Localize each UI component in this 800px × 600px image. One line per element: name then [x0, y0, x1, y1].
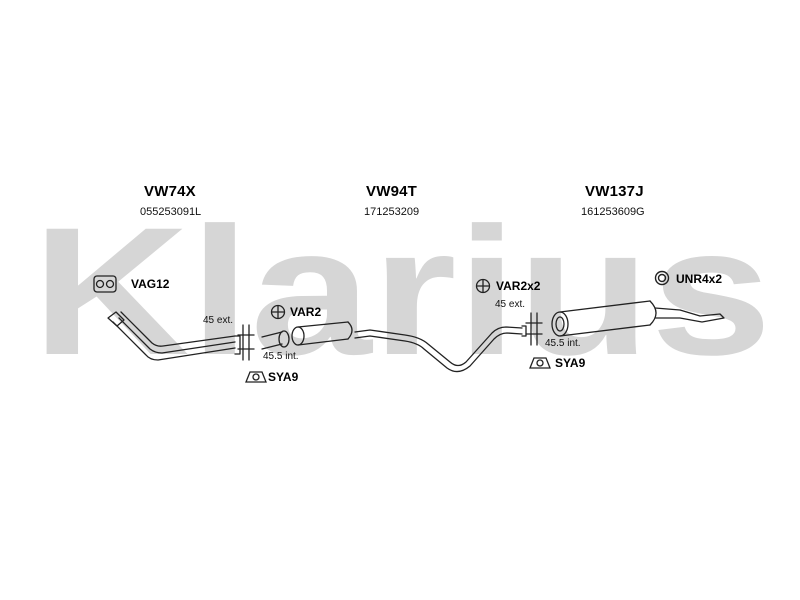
var2-clamp-icon: [270, 304, 286, 320]
note-ext-right: 45 ext.: [495, 299, 526, 310]
watermark-text: Klarius: [32, 222, 772, 360]
note-int-right: 45.5 int.: [545, 338, 581, 349]
clamp-left: [237, 324, 255, 361]
var2x2-clamp-icon: [475, 278, 491, 294]
section-number-vw74x: 055253091L: [140, 206, 202, 218]
sya9-hanger-icon-right: [529, 357, 551, 369]
part-label-vag12: VAG12: [131, 277, 170, 291]
section-code-vw94t: VW94T: [366, 183, 418, 200]
sya9-hanger-icon-left: [245, 371, 267, 383]
section-code-vw74x: VW74X: [144, 183, 196, 200]
part-label-var2: VAR2: [290, 305, 322, 319]
gasket-icon: [93, 275, 117, 293]
section-number-vw94t: 171253209: [364, 206, 420, 218]
part-label-var2x2: VAR2x2: [496, 279, 541, 293]
note-int-left: 45.5 int.: [263, 351, 299, 362]
note-ext-left: 45 ext.: [203, 315, 234, 326]
middle-pipe: [261, 321, 527, 373]
part-label-sya9-left: SYA9: [268, 370, 299, 384]
unr4x2-ring-icon: [654, 270, 670, 286]
section-number-vw137j: 161253609G: [581, 206, 645, 218]
part-label-unr4x2: UNR4x2: [676, 272, 723, 286]
section-code-vw137j: VW137J: [585, 183, 644, 200]
klarius-watermark-logo: Klarius: [32, 222, 772, 360]
clamp-right: [525, 312, 543, 346]
rear-silencer: [551, 300, 725, 337]
part-label-sya9-right: SYA9: [555, 356, 586, 370]
front-pipe: [107, 311, 241, 361]
